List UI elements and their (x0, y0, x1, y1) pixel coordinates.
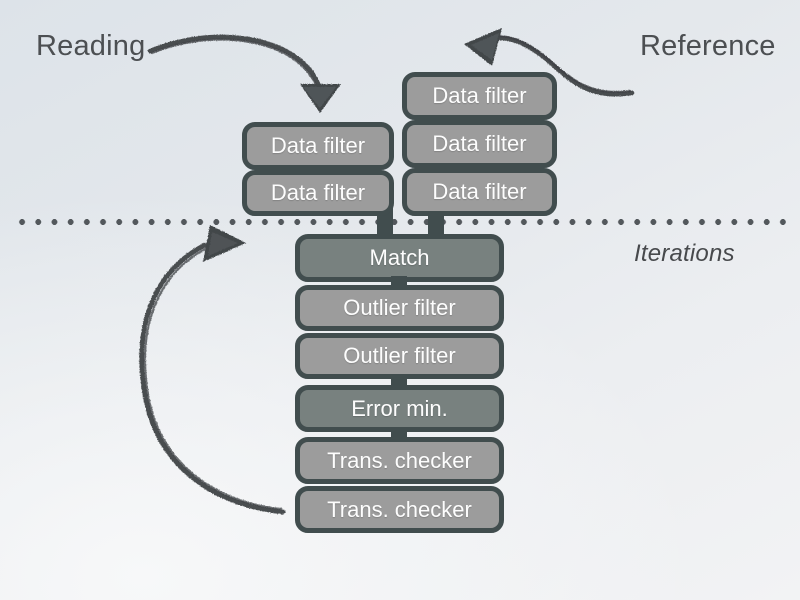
connector-outlier-error (391, 374, 407, 388)
label-reading: Reading (36, 30, 146, 62)
box-outlier-filter-1[interactable]: Outlier filter (295, 285, 504, 331)
box-error-min[interactable]: Error min. (295, 385, 504, 432)
box-data-filter-right-2[interactable]: Data filter (402, 120, 557, 168)
box-label: Data filter (432, 131, 527, 156)
box-label: Error min. (351, 395, 448, 421)
box-label: Data filter (270, 180, 366, 205)
box-outlier-filter-2[interactable]: Outlier filter (295, 333, 504, 379)
box-label: Outlier filter (343, 295, 456, 320)
label-reference: Reference (640, 30, 776, 62)
box-trans-checker-2[interactable]: Trans. checker (295, 486, 504, 533)
box-label: Outlier filter (343, 343, 456, 368)
box-label: Data filter (432, 179, 527, 204)
box-label: Trans. checker (327, 496, 472, 522)
box-label: Data filter (432, 83, 527, 108)
label-iterations: Iterations (634, 240, 735, 267)
reading-arrow (147, 34, 341, 113)
box-data-filter-right-3[interactable]: Data filter (402, 168, 557, 216)
reference-arrow (464, 28, 635, 97)
box-label: Match (369, 245, 430, 270)
box-trans-checker-1[interactable]: Trans. checker (295, 437, 504, 484)
box-label: Data filter (270, 133, 366, 158)
iteration-loop-arrow (139, 225, 286, 515)
box-data-filter-left-1[interactable]: Data filter (242, 122, 394, 170)
box-label: Trans. checker (327, 447, 472, 473)
iterations-divider (14, 219, 786, 225)
box-match[interactable]: Match (295, 234, 504, 282)
box-data-filter-right-1[interactable]: Data filter (402, 72, 557, 120)
box-data-filter-left-2[interactable]: Data filter (242, 170, 394, 216)
